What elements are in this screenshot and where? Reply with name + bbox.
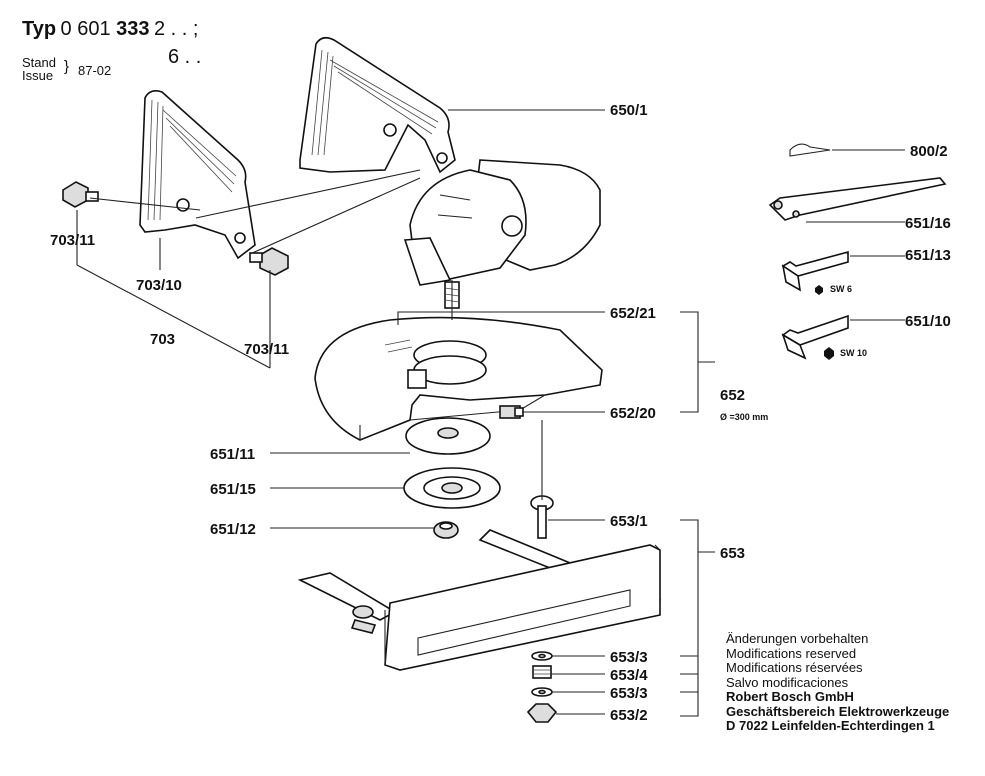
label-651-11: 651/11 [210, 446, 255, 463]
hex-icon-sw6 [815, 285, 823, 295]
mod-de: Änderungen vorbehalten [726, 631, 869, 646]
label-703-11-a: 703/11 [50, 232, 95, 249]
label-653-2: 653/2 [610, 707, 648, 724]
label-sw10: SW 10 [840, 348, 867, 358]
wheel-guard-652 [314, 316, 603, 441]
type-number-prefix: 0 601 [60, 18, 111, 40]
bolt-703-11-lower [249, 247, 289, 276]
flange-651-15 [403, 467, 501, 509]
cutting-guide-653 [297, 529, 662, 671]
mod-es: Salvo modificaciones [726, 674, 849, 690]
pin-800-2 [789, 143, 831, 157]
company-address: D 7022 Leinfelden-Echterdingen 1 [726, 718, 935, 733]
label-653: 653 [720, 545, 745, 562]
stand-label: Stand [22, 55, 56, 70]
screw-652-20 [499, 405, 524, 419]
carriage-bolt-653-1 [530, 495, 554, 539]
type-number-suffix: 2 . . ; [153, 18, 199, 40]
label-653-1: 653/1 [610, 513, 648, 530]
label-800-2: 800/2 [910, 143, 948, 160]
label-652: 652 [720, 387, 745, 404]
stand-issue: Stand Issue [22, 56, 56, 82]
spring-washer-653-4 [532, 665, 552, 679]
type-header: Typ 0 601 333 2 . . ; [22, 18, 198, 41]
hex-key-651-13 [781, 250, 849, 292]
flange-651-11 [405, 417, 491, 455]
label-703-10: 703/10 [136, 277, 182, 294]
footer-notice: Änderungen vorbehalten Modifications res… [726, 631, 950, 734]
washer-653-3-lower [531, 687, 553, 697]
mod-fr: Modifications réservées [726, 660, 863, 675]
brace: } [64, 58, 70, 75]
issue-label: Issue [22, 68, 54, 83]
label-diameter: Ø =300 mm [720, 412, 768, 422]
label-653-3-b: 653/3 [610, 685, 648, 702]
label-703: 703 [150, 331, 175, 348]
spanner-651-16 [768, 177, 947, 221]
type-number-main: 333 [116, 18, 150, 40]
mod-en: Modifications reserved [726, 645, 857, 661]
angle-grinder [403, 159, 601, 309]
washer-653-3-upper [531, 651, 553, 661]
label-651-15: 651/15 [210, 481, 256, 498]
company-name: Robert Bosch GmbH [726, 689, 854, 704]
hex-icon-sw10 [824, 347, 834, 360]
label-652-21: 652/21 [610, 305, 656, 322]
handle-650-1 [299, 36, 456, 174]
handle-703-10 [139, 90, 256, 260]
label-653-4: 653/4 [610, 667, 648, 684]
hex-key-651-10 [781, 314, 849, 360]
wing-nut-653-2 [526, 703, 558, 723]
label-651-13: 651/13 [905, 247, 951, 264]
label-651-12: 651/12 [210, 521, 256, 538]
label-653-3-a: 653/3 [610, 649, 648, 666]
type-number-line2: 6 . . [168, 46, 202, 68]
label-sw6: SW 6 [830, 284, 852, 294]
label-651-16: 651/16 [905, 215, 951, 232]
nut-651-12 [433, 521, 459, 539]
label-652-20: 652/20 [610, 405, 656, 422]
label-651-10: 651/10 [905, 313, 951, 330]
bolt-703-11-upper [62, 181, 99, 208]
label-703-11-b: 703/11 [244, 341, 289, 358]
leader-lines [76, 109, 905, 717]
issue-date: 87-02 [78, 63, 112, 78]
label-650-1: 650/1 [610, 102, 648, 119]
company-division: Geschäftsbereich Elektrowerkzeuge [726, 703, 950, 719]
typ-label: Typ [22, 18, 57, 40]
